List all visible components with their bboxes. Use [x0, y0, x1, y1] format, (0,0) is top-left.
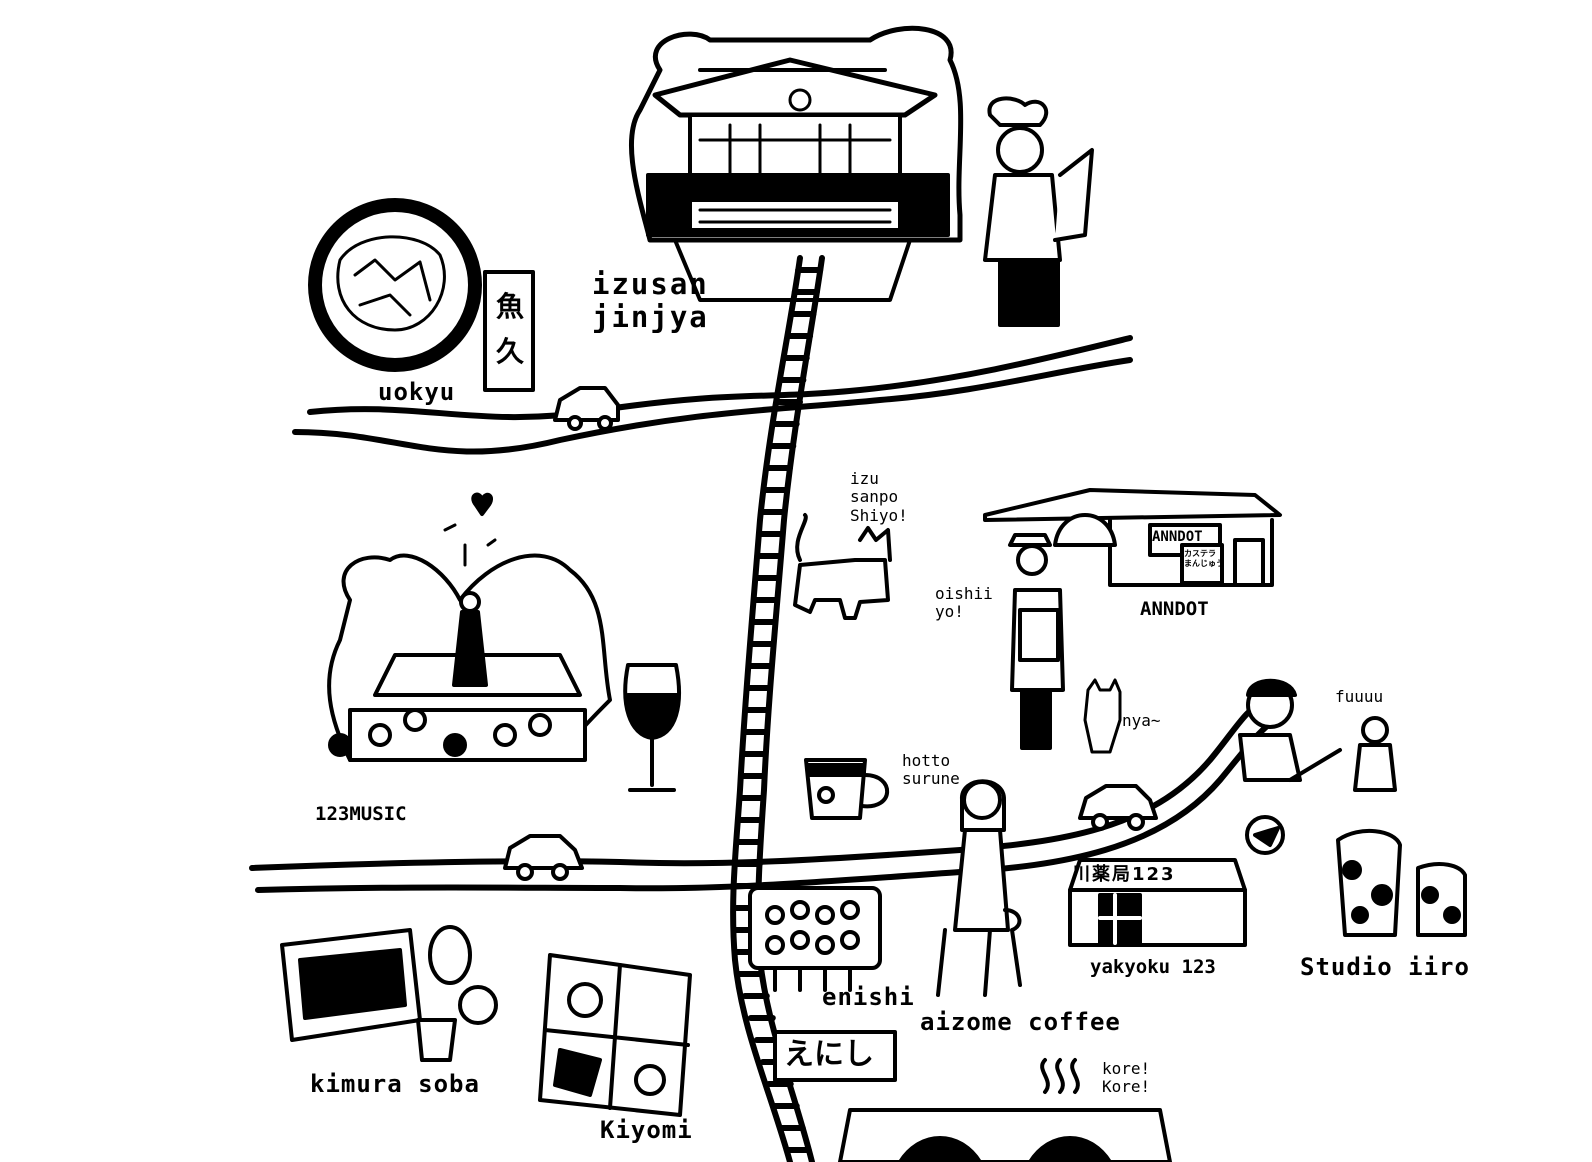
speech-onsen: kore! Kore!	[1102, 1059, 1151, 1097]
uokyu-sign: 魚久	[495, 290, 524, 368]
shrine-maiden-figure	[983, 96, 1094, 327]
label-kimura-soba: kimura soba	[310, 1070, 480, 1098]
yakyoku-sign: 川薬局123	[1072, 864, 1176, 885]
yakyoku-drawing	[1068, 858, 1247, 947]
speech-kitten: nya~	[1122, 711, 1161, 730]
kimura-soba-drawing	[280, 925, 498, 1062]
kiyomi-bento-drawing	[538, 953, 692, 1117]
car-lower-left	[503, 834, 584, 881]
speech-coffee: hotto surune	[902, 751, 960, 789]
label-izusan-jinjya: izusan jinjya	[592, 267, 709, 335]
car-upper	[553, 386, 620, 431]
label-123music: 123MUSIC	[315, 803, 407, 825]
label-kiyomi: Kiyomi	[600, 1116, 693, 1144]
music-stage-drawing	[327, 492, 612, 762]
glassblower-drawing	[1238, 678, 1397, 855]
label-anndot: ANNDOT	[1140, 598, 1209, 620]
kitten-drawing	[1083, 678, 1122, 754]
uokyu-bowl	[308, 198, 535, 392]
speech-glassblower: fuuuu	[1335, 687, 1384, 706]
wine-glass	[623, 663, 681, 792]
anndot-shop-sign: ANNDOT	[1152, 529, 1203, 545]
enishi-sign: えにし	[784, 1037, 874, 1072]
speech-baker: oishii yo!	[935, 584, 993, 622]
label-studio-iiro: Studio iiro	[1300, 953, 1470, 981]
anndot-window-text: カステラ まんじゅう	[1184, 549, 1224, 568]
onsen-drawing	[838, 1058, 1172, 1162]
label-yakyoku-123: yakyoku 123	[1090, 956, 1216, 978]
izusan-shrine-drawing	[628, 25, 964, 302]
studio-iiro-cups	[1336, 828, 1467, 937]
car-lower-right	[1078, 784, 1158, 831]
aizome-coffee-figure	[936, 779, 1022, 997]
cat-drawing	[793, 513, 892, 620]
anndot-shop-drawing	[983, 488, 1282, 750]
label-aizome-coffee: aizome coffee	[920, 1008, 1121, 1036]
label-enishi: enishi	[822, 983, 915, 1011]
speech-cat: izu sanpo Shiyo!	[850, 469, 908, 525]
enishi-skewers-drawing	[748, 886, 897, 1082]
coffee-mug	[804, 758, 890, 820]
label-uokyu: uokyu	[378, 378, 456, 406]
lower-road	[249, 697, 1275, 893]
upper-road	[292, 335, 1133, 455]
